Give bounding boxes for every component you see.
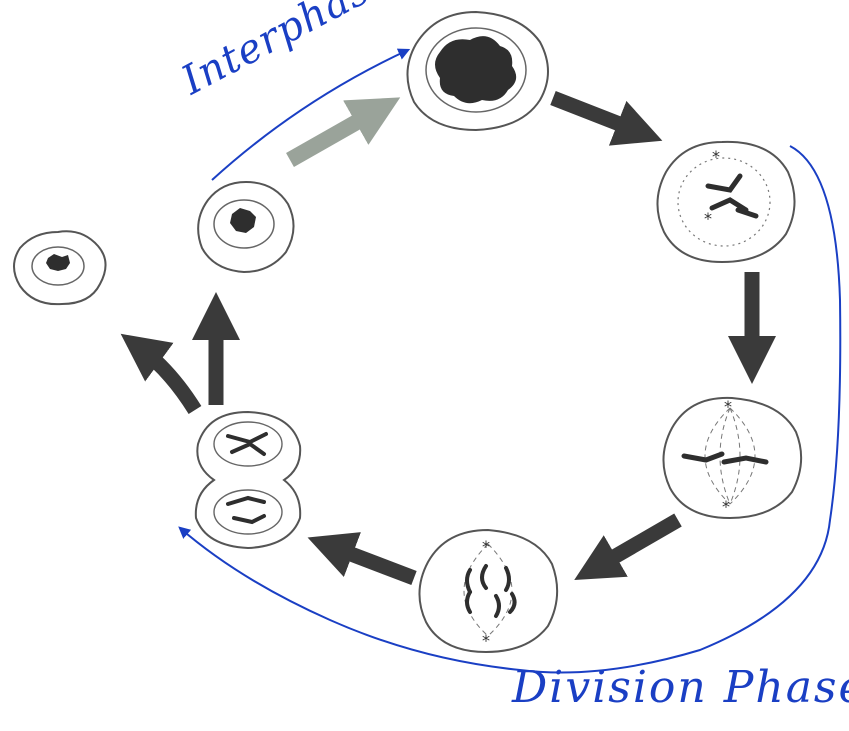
cell-prophase-icon <box>705 173 759 219</box>
arrow-anaphase-to-telophase <box>307 532 417 586</box>
cell-anaphase-icon <box>465 564 517 618</box>
cell-chromatin-icon <box>435 36 517 104</box>
arrow-telophase-to-daughter <box>120 333 202 414</box>
cycle-arrows <box>120 91 777 586</box>
arrow-metaphase-to-anaphase <box>574 513 682 581</box>
metaphase-cell: * * <box>662 396 803 520</box>
svg-text:*: * <box>704 209 712 228</box>
svg-text:*: * <box>722 497 730 516</box>
arrow-interphase-to-prophase <box>550 91 663 146</box>
interphase-annotation <box>211 48 411 181</box>
cell-nucleus-icon <box>230 208 256 233</box>
daughter-cell <box>13 230 107 306</box>
division-phase-annotation <box>178 145 842 674</box>
svg-text:*: * <box>724 397 732 416</box>
cell-metaphase-icon <box>681 451 769 465</box>
svg-text:*: * <box>482 537 490 556</box>
anaphase-cell: * * <box>418 528 559 654</box>
cell-nucleus-small-icon <box>46 254 70 271</box>
interphase-cell <box>406 10 549 132</box>
telophase-cell <box>194 410 302 550</box>
g1-cell <box>197 180 295 274</box>
prophase-cell: * * <box>656 140 796 264</box>
cell-telophase-icon <box>226 432 268 525</box>
svg-text:*: * <box>712 147 720 166</box>
division-phase-label: Division Phase <box>512 662 849 713</box>
arrow-g1-to-interphase <box>286 97 401 167</box>
svg-text:*: * <box>482 631 490 650</box>
